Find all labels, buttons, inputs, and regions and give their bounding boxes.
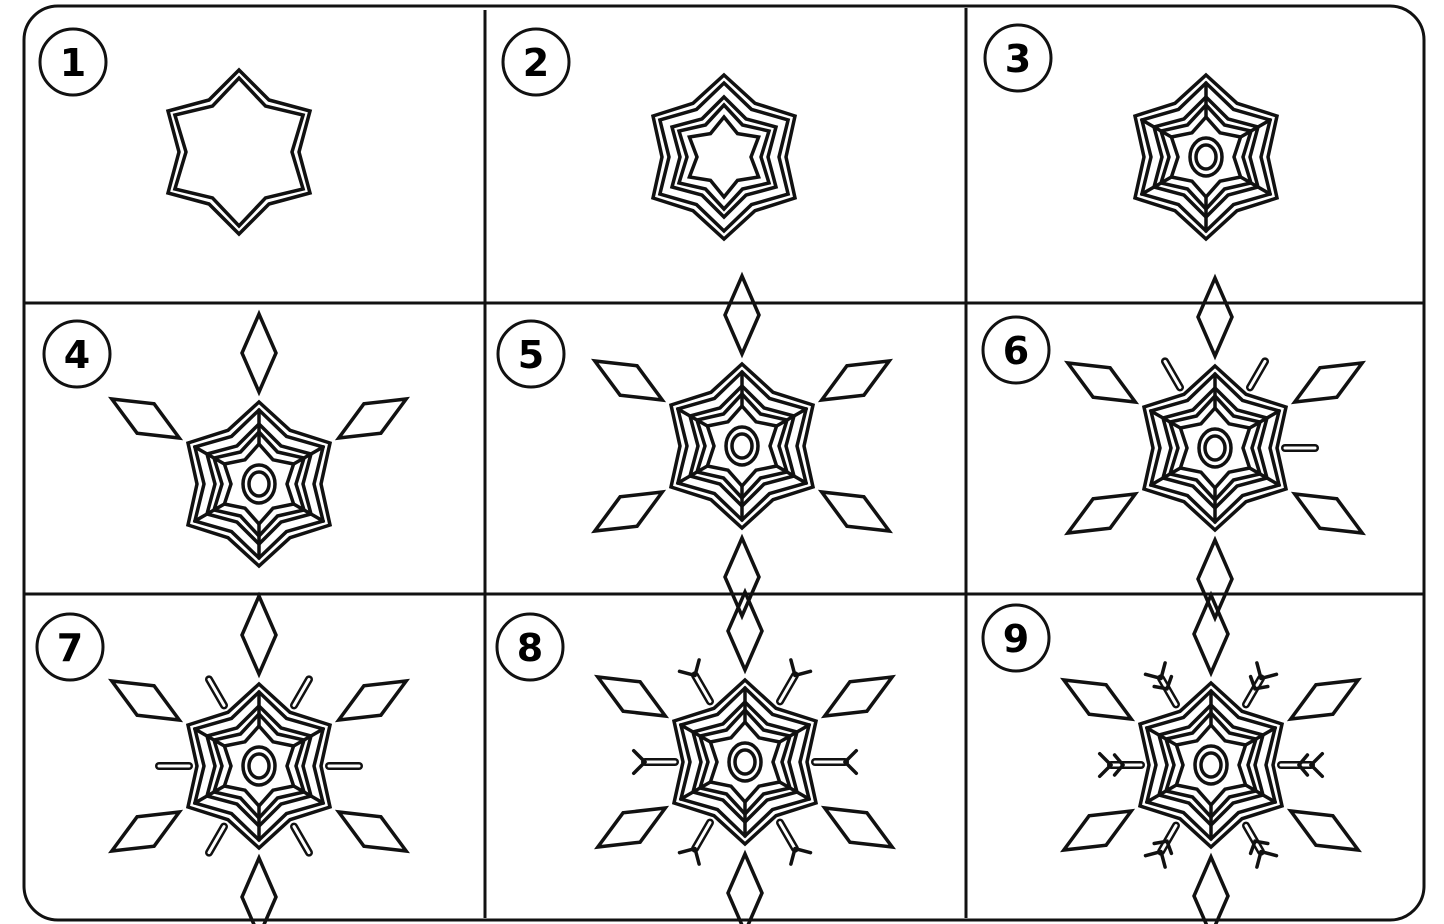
fork-branch-extra <box>1154 687 1167 689</box>
step-6-number: 6 <box>1003 329 1029 373</box>
step-5-number: 5 <box>518 333 544 377</box>
step-9-number: 9 <box>1003 617 1029 661</box>
fork-branch-extra <box>1255 841 1268 843</box>
step-4-number: 4 <box>64 333 90 377</box>
step-2-number: 2 <box>523 41 549 85</box>
step-8-number: 8 <box>517 626 543 670</box>
fork-branch-extra <box>1154 841 1167 843</box>
step-7-number: 7 <box>57 626 83 670</box>
step-1-number: 1 <box>60 41 86 85</box>
step-3-number: 3 <box>1005 37 1031 81</box>
fork-branch-extra <box>1255 687 1268 689</box>
